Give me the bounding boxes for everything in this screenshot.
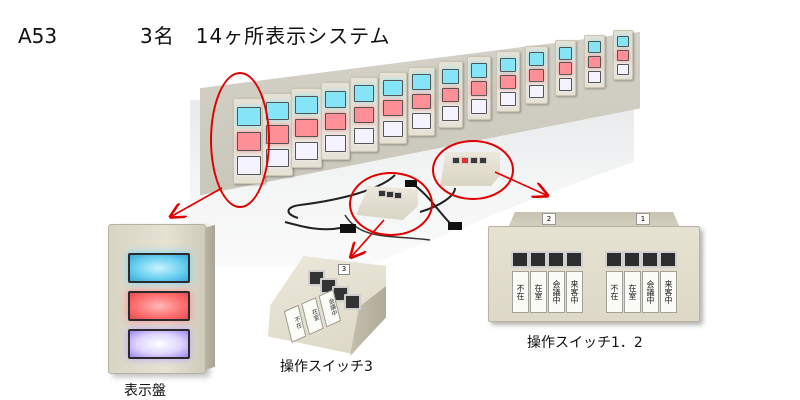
switch-12-card: 在室 [530,271,547,313]
panel-lamp [558,62,573,76]
switch-12-card: 会議中 [548,271,565,313]
panel-lamp [529,68,545,82]
switch-12-button[interactable] [565,251,583,268]
switch-12-button[interactable] [529,251,547,268]
switch-12-button[interactable] [659,251,677,268]
panel-lamp [412,74,431,90]
switch-3-number-tag: 3 [338,264,350,275]
panel-module [320,82,350,160]
panel-lamp [324,90,346,108]
arrow-to-display-unit [172,187,223,216]
panel-lamp [324,112,346,130]
panel-lamp [353,85,375,102]
display-unit-label: 表示盤 [124,383,166,399]
panel-module [496,50,520,112]
cable-connector [448,222,462,230]
switch-12-top: 2 1 [508,212,680,228]
switch-12-card: 在室 [624,271,641,313]
panel-lamp [441,68,460,84]
panel-lamp [558,77,573,91]
switch-12-number-tag: 1 [636,213,650,225]
switch-3-button[interactable] [344,294,361,310]
panel-lamp [383,100,403,117]
panel-lamp [324,134,346,152]
lamp-blue [128,253,190,283]
switch-12-unit: 2 1 不在 在室 会議中 来客中 不在 在室 会議中 来客中 [488,212,700,322]
panel-lamp [617,63,629,76]
cable-connector [340,224,356,233]
switch-12-button[interactable] [641,251,659,268]
panel-lamp [441,106,460,122]
panel-lamp [500,92,516,106]
switch-3-label: 操作スイッチ3 [280,359,373,375]
lamp-red [128,291,190,321]
switch-12-button[interactable] [511,251,529,268]
switch-12-button[interactable] [605,251,623,268]
panel-lamp [295,141,318,160]
panel-lamp [441,87,460,103]
page-title: 3名 14ヶ所表示システム [140,24,391,48]
cable [344,214,431,241]
panel-lamp [500,74,516,89]
panel-module [408,66,435,136]
switch-12-label: 操作スイッチ1．2 [527,335,643,351]
arrow-to-switch3 [352,219,385,256]
switch-12-button[interactable] [623,251,641,268]
lamp-violet [128,329,190,359]
switch-12-card: 不在 [606,271,623,313]
panel-lamp [500,57,516,72]
arrow-to-switch12 [494,171,546,195]
switch-12-body: 不在 在室 会議中 来客中 不在 在室 会議中 来客中 [488,226,700,322]
panel-lamp [558,46,573,60]
panel-lamp [617,49,629,62]
panel-lamp [412,113,431,129]
panel-lamp [470,99,488,114]
panel-lamp [383,79,403,96]
panel-lamp [587,70,601,83]
panel-lamp [412,93,431,110]
panel-module [554,40,577,96]
panel-module [583,35,605,88]
switch-12-number-tag: 2 [542,213,556,225]
panel-lamp [383,120,403,137]
panel-lamp [529,84,545,99]
panel-lamp [617,35,629,48]
highlight-ellipse-switch3 [349,172,433,236]
switch-12-card: 来客中 [566,271,583,313]
panel-module [466,56,492,120]
switch-12-button[interactable] [547,251,565,268]
panel-lamp [587,41,601,54]
panel-module [349,77,379,152]
panel-lamp [529,52,545,66]
highlight-ellipse-switch12 [432,140,514,200]
panel-lamp [353,127,375,145]
switch-12-card: 会議中 [642,271,659,313]
page-code: A53 [18,24,58,48]
panel-module [525,45,549,104]
panel-lamp [470,81,488,96]
panel-lamp [470,63,488,78]
panel-module [437,61,464,128]
panel-module [291,87,322,168]
switch-12-card: 来客中 [660,271,677,313]
panel-module [613,30,633,80]
highlight-ellipse-panel [210,72,270,208]
panel-lamp [295,96,318,115]
panel-lamp [295,119,318,137]
display-unit [108,224,206,374]
panel-lamp [587,56,601,69]
cable [284,221,341,231]
panel-module [379,71,407,144]
switch-12-card: 不在 [512,271,529,313]
panel-lamp [353,106,375,124]
